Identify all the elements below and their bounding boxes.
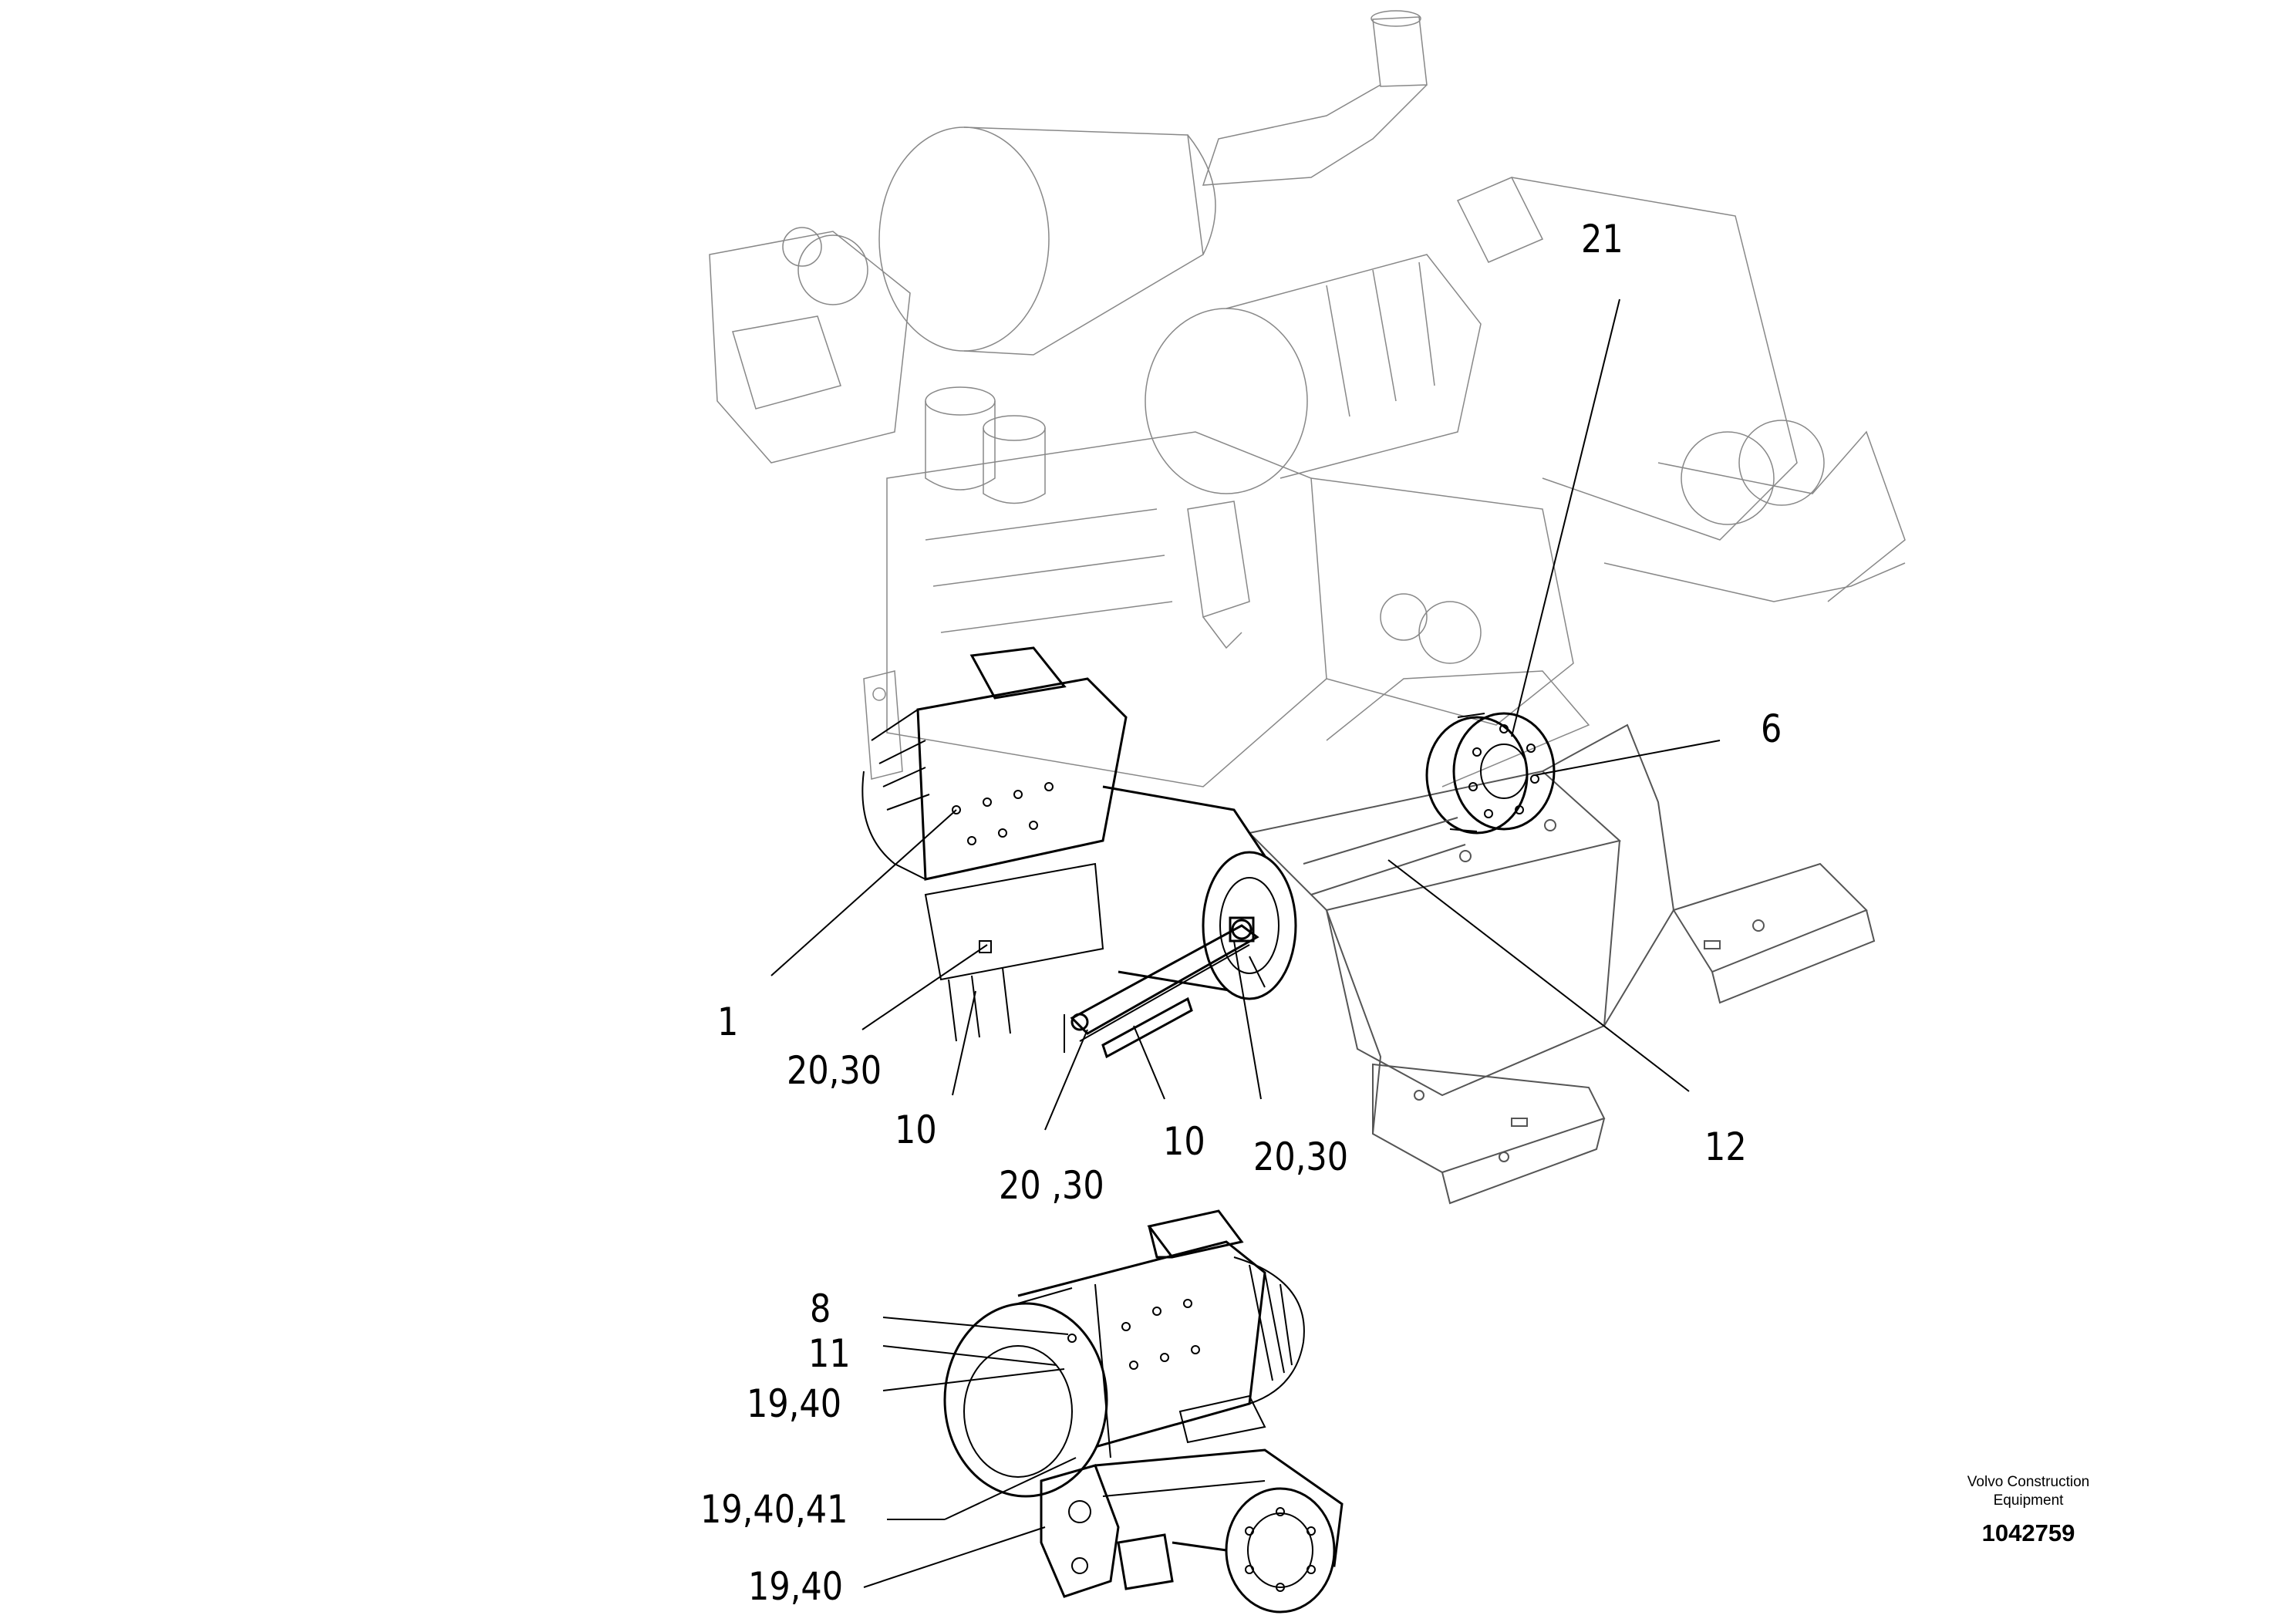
callout-19-40-b: 19,40 bbox=[748, 1564, 844, 1609]
generator-upper bbox=[861, 646, 1297, 1059]
callout-1: 1 bbox=[717, 1000, 739, 1044]
generator-detail-view bbox=[943, 1209, 1344, 1614]
engine-block bbox=[709, 10, 1906, 787]
brand-line-1: Volvo Construction bbox=[1967, 1474, 2090, 1490]
brand-line-2: Equipment bbox=[1993, 1492, 2064, 1509]
callout-10-left: 10 bbox=[895, 1108, 937, 1152]
callout-20-30-left: 20,30 bbox=[787, 1048, 882, 1093]
callout-20-30-mid: 20 ,30 bbox=[999, 1163, 1104, 1208]
engine-pulley bbox=[1303, 712, 1556, 895]
callout-11: 11 bbox=[808, 1331, 851, 1376]
caption-block: Volvo Construction Equipment 1042759 bbox=[1936, 1473, 2121, 1547]
callout-8: 8 bbox=[810, 1286, 831, 1331]
document-number: 1042759 bbox=[1981, 1519, 2075, 1546]
callout-20-30-right: 20,30 bbox=[1253, 1135, 1349, 1179]
mounting-frame bbox=[1247, 723, 1876, 1205]
callout-19-40-a: 19,40 bbox=[747, 1381, 842, 1426]
callout-12: 12 bbox=[1704, 1125, 1747, 1169]
callout-19-40-41: 19,40,41 bbox=[700, 1487, 848, 1532]
callout-21: 21 bbox=[1581, 217, 1623, 261]
callout-6: 6 bbox=[1761, 706, 1782, 751]
leader-lines bbox=[770, 298, 1721, 1588]
callout-10-mid: 10 bbox=[1163, 1119, 1205, 1164]
